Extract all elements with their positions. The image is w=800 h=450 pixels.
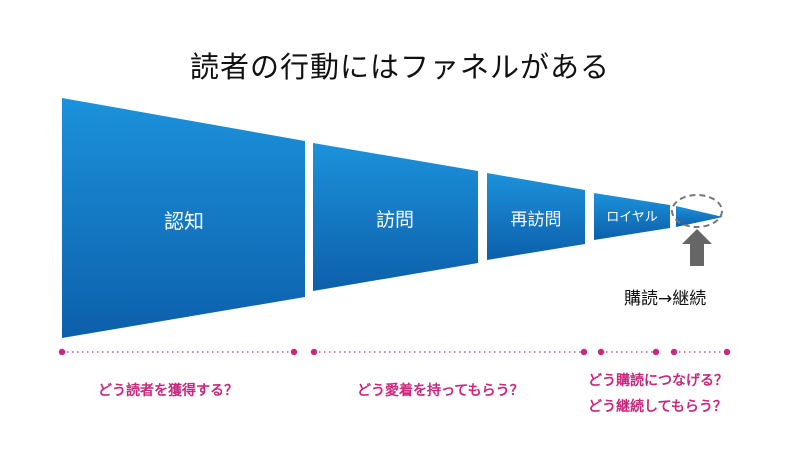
funnel-segment-revisit [487,173,585,260]
question-subscribe: どう購読につなげる？ [588,373,728,389]
arrow-up-icon [682,229,712,266]
question-continue: どう継続してもらう？ [588,399,727,415]
stage-label-awareness: 認知 [164,209,204,233]
funnel-segment-awareness [62,98,305,338]
stage-label-visit: 訪問 [376,209,414,231]
result-label: 購読→継続 [624,289,707,309]
slide-title: 読者の行動にはファネルがある [189,50,610,84]
timeline [58,348,731,356]
question-visit: どう愛着を持ってもらう？ [357,383,524,399]
funnel-tip [676,206,723,227]
stage-label-loyal: ロイヤル [606,210,658,225]
question-awareness: どう読者を獲得する？ [98,383,238,399]
stage-label-revisit: 再訪問 [511,210,562,230]
funnel-segment-loyal [594,193,670,240]
funnel-segment-visit [313,143,478,291]
dashed-circle-icon [671,194,723,228]
